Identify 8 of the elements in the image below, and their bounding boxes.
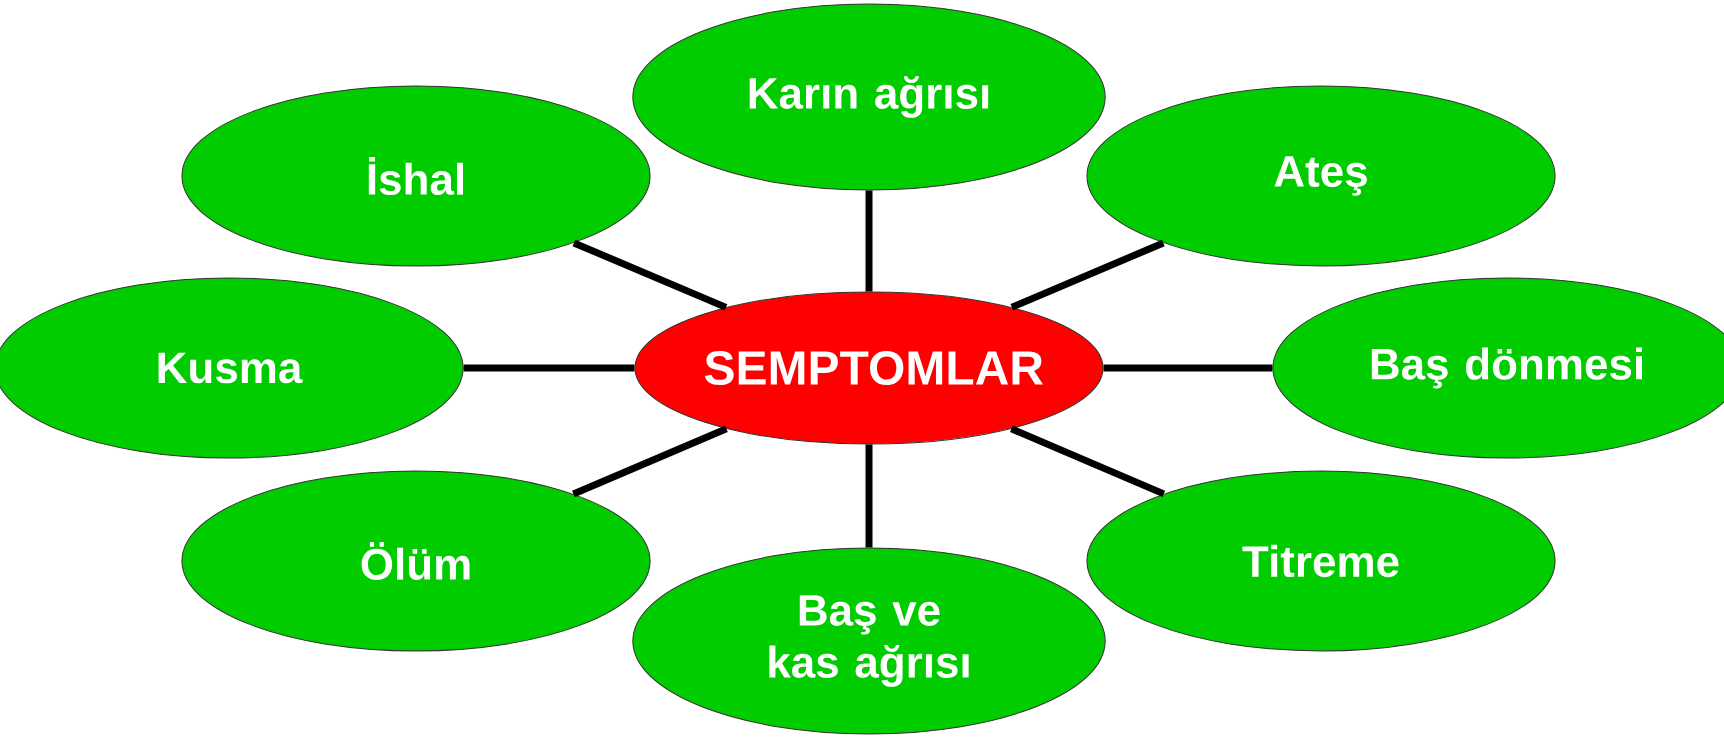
connector-line xyxy=(865,190,873,292)
connector-line xyxy=(1010,425,1166,498)
connector-line xyxy=(572,239,728,311)
connector-line xyxy=(463,364,635,372)
connector-line xyxy=(1010,239,1165,311)
connector-line xyxy=(865,444,873,548)
connector-line xyxy=(1103,364,1273,372)
connector-line xyxy=(572,425,728,498)
